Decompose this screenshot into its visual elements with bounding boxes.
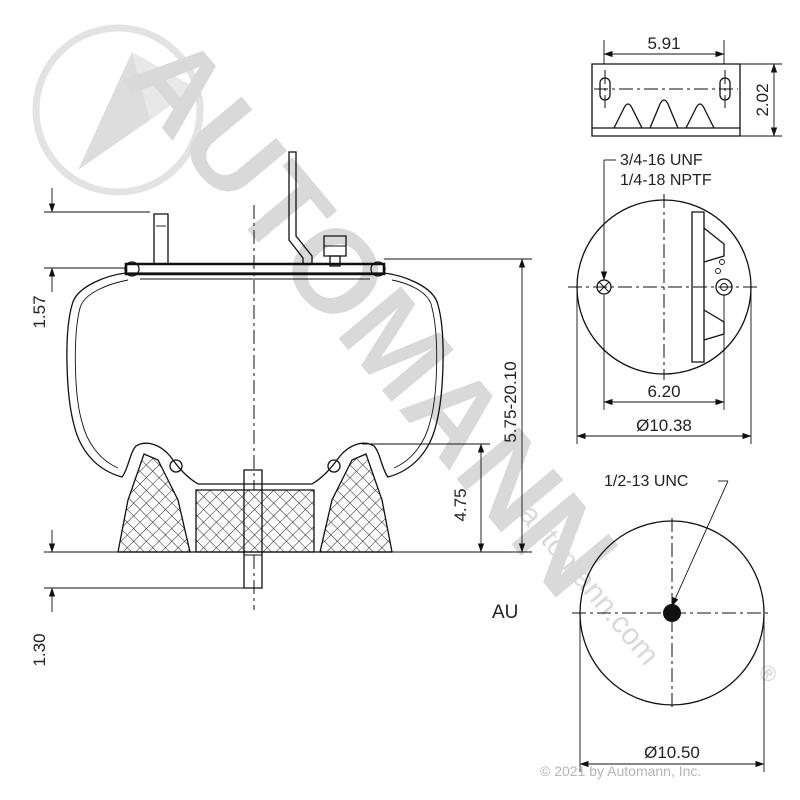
bead-roll-right <box>370 261 386 277</box>
bottom-stud-hole <box>663 604 681 622</box>
dim-stud-spacing: 6.20 <box>647 382 680 401</box>
top-bracket-rib-2 <box>703 309 725 341</box>
copyright-text: © 2021 by Automann, Inc. <box>540 763 701 779</box>
bead-plate <box>124 262 386 276</box>
dim-stud-length: 1.30 <box>30 633 49 666</box>
top-bracket-profile <box>691 211 705 363</box>
top-air-fitting-inner <box>720 283 728 291</box>
top-stud <box>153 213 169 265</box>
top-small-hole-2 <box>715 268 721 274</box>
bracket-rib-3 <box>685 103 715 129</box>
piston-left <box>117 453 191 553</box>
label-bottom-thread: 1/2-13 UNC <box>604 473 688 490</box>
bead-roll-left <box>124 261 140 277</box>
watermark-registered-mark: ® <box>753 659 783 687</box>
bottom-view: 1/2-13 UNC Ø10.50 <box>572 473 772 772</box>
leader-bottom-thread <box>671 480 729 607</box>
series-code: AU <box>492 602 518 623</box>
piston-right <box>319 453 393 553</box>
piston-bead-right <box>327 459 341 473</box>
top-small-hole-1 <box>719 259 725 265</box>
dim-plate-diameter: Ø10.38 <box>636 416 692 435</box>
dim-piston-diameter: Ø10.50 <box>644 743 700 762</box>
top-plate-view: 3/4-16 UNF 1/4-18 NPTF 6.20 Ø10.38 <box>568 152 760 444</box>
dim-bracket-height: 2.02 <box>753 83 772 116</box>
dim-stroke-range: 5.75-20.10 <box>501 361 520 442</box>
label-air-fitting: 1/4-18 NPTF <box>620 172 712 189</box>
bracket-nut <box>323 235 347 257</box>
dim-piston-height: 4.75 <box>451 488 470 521</box>
automann-logo-icon <box>32 24 204 196</box>
label-stud-thread: 3/4-16 UNF <box>620 152 703 169</box>
top-stud-hole-x <box>598 281 610 293</box>
bracket-rib-2 <box>649 99 679 129</box>
bracket-detail-view: 5.91 2.02 <box>591 34 782 137</box>
bellows-outer <box>66 272 444 485</box>
bellows-inner <box>74 279 438 469</box>
piston-bead-left <box>169 459 183 473</box>
bracket-rib-1 <box>613 103 643 129</box>
bracket-plate <box>591 63 741 137</box>
bracket-bolt <box>329 255 341 267</box>
top-bracket-rib-1 <box>703 227 725 263</box>
top-stud-hole <box>596 279 612 295</box>
piston-core <box>195 489 315 553</box>
side-view: 1.57 5.75-20.10 4.75 1.30 <box>30 151 532 667</box>
dim-top-height: 1.57 <box>30 295 49 328</box>
bottom-stud <box>243 469 263 589</box>
mounting-bracket <box>288 151 313 265</box>
dim-bracket-width: 5.91 <box>647 34 680 53</box>
